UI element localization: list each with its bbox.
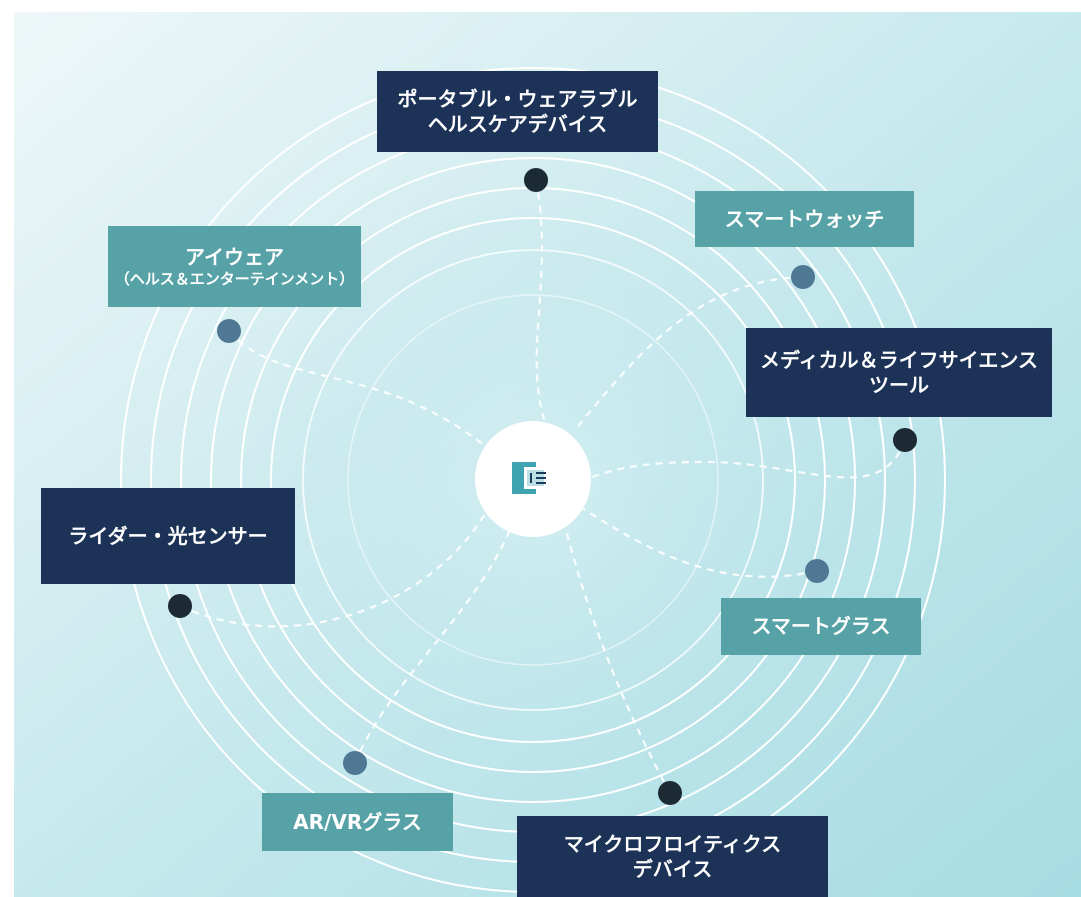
connector-portable [534, 179, 550, 431]
node-portable-wearable: ポータブル・ウェアラブル ヘルスケアデバイス [377, 71, 658, 152]
node-lidar: ライダー・光センサー [41, 488, 295, 584]
dot-portable [524, 168, 548, 192]
node-label-line: AR/VRグラス [293, 809, 422, 834]
connector-microfluidics [564, 529, 671, 794]
node-label-line: ツール [869, 372, 929, 397]
dot-lidar [168, 594, 192, 618]
node-label-line: ポータブル・ウェアラブル [397, 86, 638, 111]
orbit-ring [347, 294, 719, 666]
node-microfluidics: マイクロフロイティクス デバイス [517, 816, 828, 897]
orbit-ring [210, 157, 856, 803]
dot-medical [893, 428, 917, 452]
node-label-line: デバイス [632, 856, 713, 881]
node-label-line: スマートウォッチ [724, 206, 885, 231]
connector-lidar [179, 504, 491, 628]
node-label-line: メディカル＆ライフサイエンス [760, 347, 1038, 372]
node-label-line: マイクロフロイティクス [563, 831, 782, 856]
orbit-ring [302, 249, 764, 711]
node-label-line: ヘルスケアデバイス [427, 111, 608, 136]
node-smartwatch: スマートウォッチ [695, 191, 914, 247]
node-arvr: AR/VRグラス [262, 793, 453, 851]
node-eyewear: アイウェア （ヘルス＆エンターテインメント） [108, 226, 361, 307]
chip-icon [512, 462, 546, 494]
connector-eyewear [228, 330, 491, 451]
node-label-line: （ヘルス＆エンターテインメント） [114, 269, 355, 288]
node-dots [168, 168, 917, 805]
connector-medical [589, 439, 907, 480]
node-label-line: スマートグラス [751, 614, 891, 638]
dot-eyewear [217, 319, 241, 343]
node-label-line: アイウェア [185, 244, 284, 269]
dot-smartglass [805, 559, 829, 583]
connector-smartglass [577, 504, 818, 578]
node-smartglass: スマートグラス [721, 598, 921, 655]
dot-arvr [343, 751, 367, 775]
dot-smartwatch [791, 265, 815, 289]
connectors [179, 179, 907, 794]
node-medical-lifescience: メディカル＆ライフサイエンス ツール [746, 328, 1052, 417]
orbit-ring [270, 217, 796, 743]
node-label-line: ライダー・光センサー [68, 523, 268, 548]
dot-microfluidics [658, 781, 682, 805]
